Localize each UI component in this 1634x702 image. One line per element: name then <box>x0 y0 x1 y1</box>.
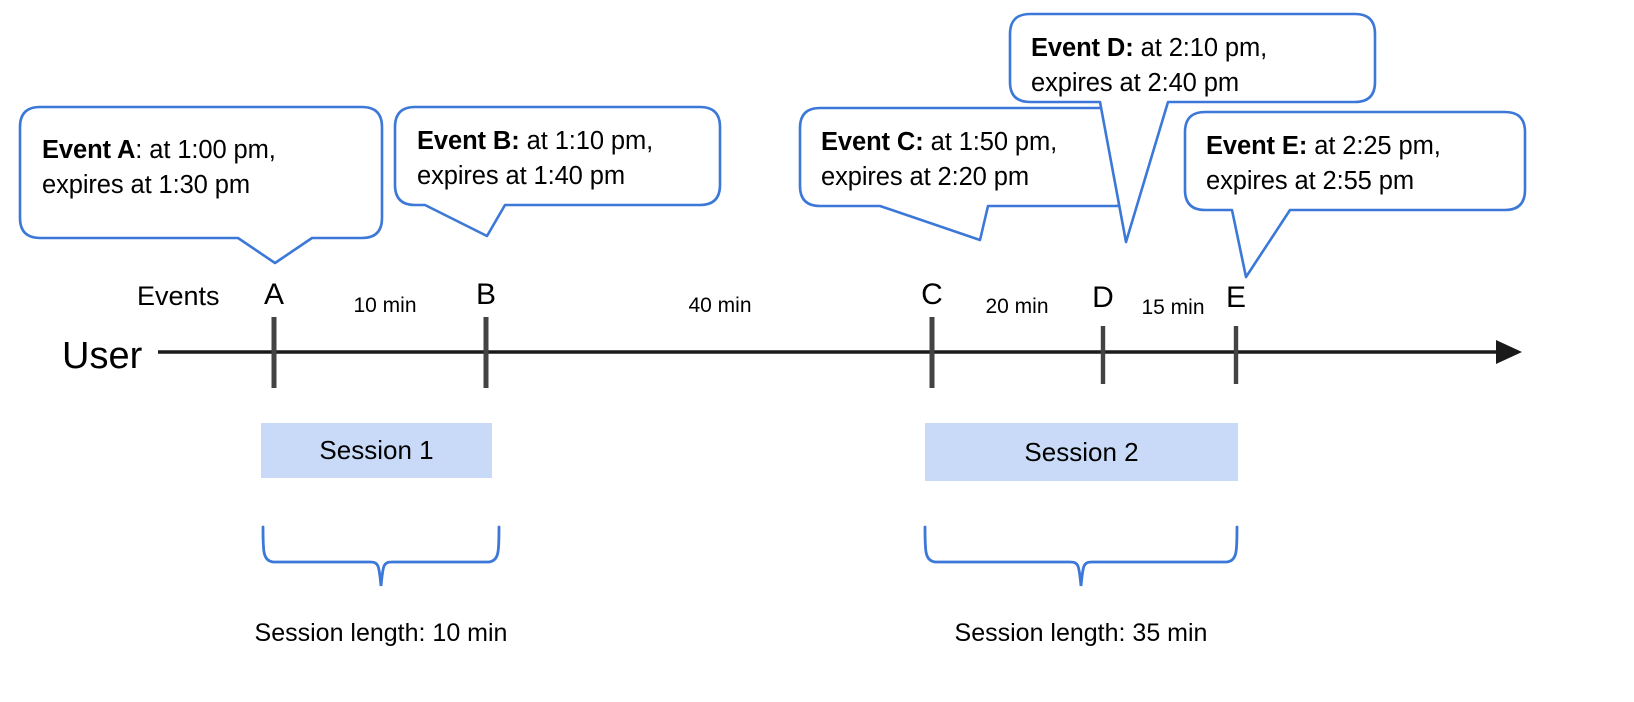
callout-rest-event-a: at 1:00 pm, <box>149 136 276 164</box>
callout-sep-event-c <box>924 128 931 156</box>
brace-session-2 <box>923 525 1239 587</box>
callout-line-1: Event A: at 1:00 pm, <box>42 133 276 168</box>
callout-sep-event-a: : <box>135 136 150 164</box>
callout-line-2-event-d: expires at 2:40 pm <box>1031 69 1239 97</box>
callout-lead-event-c: Event C: <box>821 128 924 156</box>
tick-label-a: A <box>263 278 284 311</box>
callout-line-2-event-a: expires at 1:30 pm <box>42 171 250 199</box>
callout-line-1: Event E: at 2:25 pm, <box>1206 129 1441 164</box>
session-length-session-1: Session length: 10 min <box>254 619 508 647</box>
tick-label-d: D <box>1092 281 1114 314</box>
callout-rest-event-b: at 1:10 pm, <box>526 127 654 155</box>
callout-text-event-c: Event C: at 1:50 pm, expires at 2:20 pm <box>821 125 1057 195</box>
callout-rest-event-c: at 1:50 pm, <box>930 128 1058 156</box>
callout-lead-event-d: Event D: <box>1031 34 1134 62</box>
gap-label-c-d: 20 min <box>985 295 1049 318</box>
callout-text-event-d: Event D: at 2:10 pm, expires at 2:40 pm <box>1031 31 1267 101</box>
session-length-session-2: Session length: 35 min <box>954 619 1208 647</box>
callout-line-1: Event B: at 1:10 pm, <box>417 124 653 159</box>
brace-session-1 <box>261 525 501 587</box>
callout-text-event-a: Event A: at 1:00 pm, expires at 1:30 pm <box>42 133 276 203</box>
tick-label-e: E <box>1225 281 1246 314</box>
timeline-arrowhead <box>1496 340 1522 364</box>
callout-line-2-event-b: expires at 1:40 pm <box>417 162 625 190</box>
gap-label-a-b: 10 min <box>353 294 417 317</box>
callout-text-event-b: Event B: at 1:10 pm, expires at 1:40 pm <box>417 124 653 194</box>
callout-sep-event-d <box>1134 34 1141 62</box>
callout-lead-event-a: Event A <box>42 136 136 164</box>
callout-rest-event-d: at 2:10 pm, <box>1140 34 1268 62</box>
axis-series-label-events: Events <box>137 281 220 311</box>
session-label-session-1: Session 1 <box>319 435 434 465</box>
tick-label-c: C <box>921 278 943 311</box>
callout-sep-event-b <box>520 127 527 155</box>
callout-lead-event-e: Event E: <box>1206 132 1308 160</box>
tick-label-b: B <box>475 278 496 311</box>
session-box-session-1: Session 1 <box>261 423 492 478</box>
callout-line-2-event-e: expires at 2:55 pm <box>1206 167 1414 195</box>
callout-rest-event-e: at 2:25 pm, <box>1314 132 1441 160</box>
callout-line-1: Event D: at 2:10 pm, <box>1031 31 1267 66</box>
gap-label-d-e: 15 min <box>1141 296 1205 319</box>
callout-line-2-event-c: expires at 2:20 pm <box>821 163 1029 191</box>
callout-lead-event-b: Event B: <box>417 127 520 155</box>
callout-line-1: Event C: at 1:50 pm, <box>821 125 1057 160</box>
axis-row-label-user: User <box>62 335 143 377</box>
gap-label-b-c: 40 min <box>688 294 752 317</box>
session-box-session-2: Session 2 <box>925 423 1238 481</box>
callout-text-event-e: Event E: at 2:25 pm, expires at 2:55 pm <box>1206 129 1441 199</box>
session-label-session-2: Session 2 <box>1024 436 1139 467</box>
